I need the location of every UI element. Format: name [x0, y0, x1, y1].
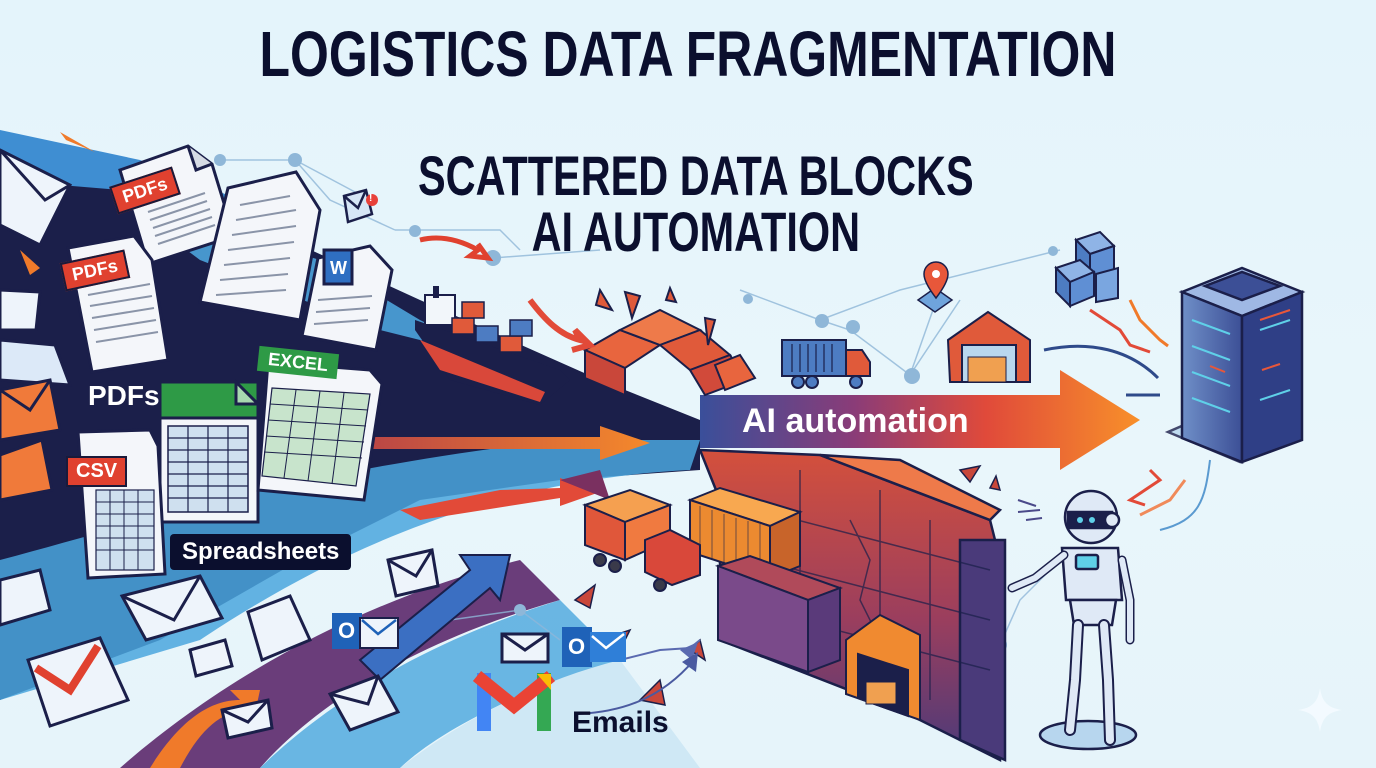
notification-envelope-icon	[342, 188, 374, 224]
truck-icon	[781, 339, 871, 389]
robot-icon	[1007, 489, 1138, 751]
csv-tag: CSV	[66, 456, 128, 487]
cargo-ship-icon	[415, 286, 570, 405]
ai-automation-label: AI automation	[742, 402, 969, 440]
emails-label: Emails	[572, 706, 669, 739]
purple-container-icon	[714, 554, 843, 674]
subtitle-line-2: AI AUTOMATION	[531, 200, 861, 263]
broken-bricks	[582, 285, 757, 397]
sparkle-icon	[1298, 688, 1342, 732]
map-pin-icon	[916, 261, 954, 313]
outlook-glyph-1: O	[338, 618, 356, 643]
envelope-icon	[0, 148, 73, 248]
word-icon-glyph: W	[330, 258, 347, 278]
server-rack-icon	[1164, 266, 1306, 464]
gmail-icon	[472, 670, 556, 731]
notification-badge: !	[369, 193, 373, 204]
spreadsheets-label: Spreadsheets	[170, 534, 352, 570]
pdfs-label: PDFs	[88, 380, 160, 411]
page-title: LOGISTICS DATA FRAGMENTATION	[259, 18, 1117, 90]
subtitle-line-1: SCATTERED DATA BLOCKS	[418, 144, 974, 207]
boxes-icon	[1054, 230, 1119, 309]
warehouse-icon	[946, 310, 1031, 383]
outlook-icon	[332, 613, 399, 649]
gmail-envelope-icon	[26, 636, 131, 728]
outlook-glyph-2: O	[568, 634, 586, 659]
red-truck-icon	[582, 488, 701, 592]
outlook-icon-2	[562, 627, 626, 667]
